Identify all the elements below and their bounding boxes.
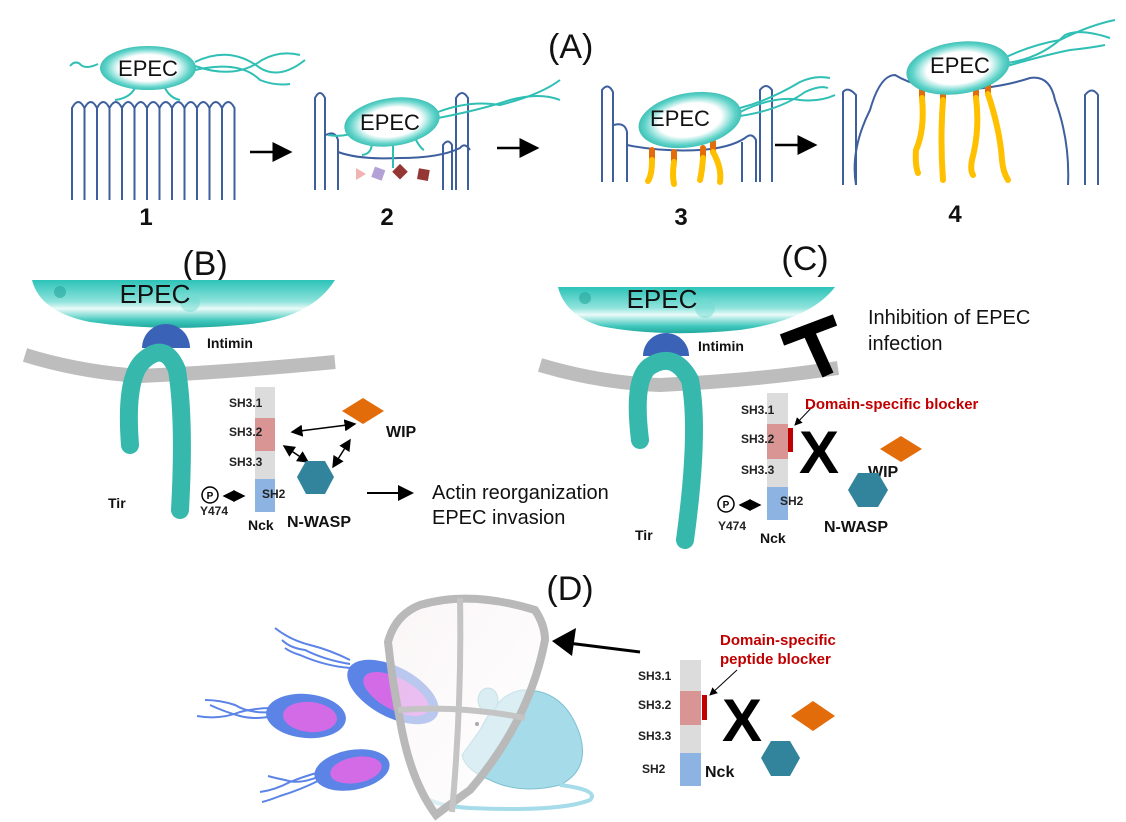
panel-c-nwasp-shape <box>848 473 888 507</box>
panel-b-nck <box>255 387 275 512</box>
panel-d-bacterium-2 <box>196 693 346 739</box>
panel-b-nck-label: Nck <box>248 517 274 533</box>
panel-b-wip-nwasp-arrow <box>332 438 351 469</box>
panel-b-domain-sh3-3: SH3.3 <box>229 455 263 469</box>
panel-b-sh3-wip-arrow <box>290 419 357 437</box>
panel-c-block-mark: X <box>799 419 839 486</box>
panel-b-outcome-line2: EPEC invasion <box>432 507 565 529</box>
panel-c-label: (C) <box>781 240 828 278</box>
step-2-epec-label: EPEC <box>360 110 420 135</box>
panel-d-blocker-peptide <box>702 695 707 720</box>
panel-b-nwasp-shape <box>297 461 334 494</box>
panel-d-nck-label: Nck <box>705 764 734 781</box>
panel-c-inhibition-line1: Inhibition of EPEC <box>868 307 1030 329</box>
step-3-bacterium: EPEC <box>638 76 836 149</box>
panel-c-tir-label: Tir <box>635 527 653 543</box>
panel-d-domain-sh3-1: SH3.1 <box>638 669 672 683</box>
panel-a-label: (A) <box>548 28 593 66</box>
panel-d-nck <box>680 660 701 786</box>
panel-b-label: (B) <box>182 245 227 283</box>
panel-c-domain-sh3-2: SH3.2 <box>741 432 775 446</box>
panel-b-epec-label: EPEC <box>120 279 191 309</box>
panel-c-epec-label: EPEC <box>627 284 698 314</box>
panel-b-bacterium <box>32 280 335 328</box>
panel-c-phospho-icon <box>717 495 735 513</box>
panel-c-intimin-label: Intimin <box>698 338 744 354</box>
step-2-bacterium: EPEC <box>327 79 561 168</box>
panel-d-wip-shape <box>791 701 835 731</box>
step-1-epec-label: EPEC <box>118 56 178 81</box>
panel-c-host-membrane <box>537 358 840 393</box>
panel-b-domain-sh3-1: SH3.1 <box>229 396 263 410</box>
panel-d-block-mark: X <box>722 687 762 754</box>
step-3-number: 3 <box>674 204 687 231</box>
step-2-number: 2 <box>380 204 393 231</box>
step-3-epec-label: EPEC <box>650 106 710 131</box>
panel-c-nck <box>767 393 788 520</box>
panel-b-tir <box>119 343 191 519</box>
microvillus <box>71 101 236 200</box>
panel-c-tir <box>628 352 703 549</box>
panel-d-shield <box>383 594 550 821</box>
step-2-effector-proteins <box>356 163 430 181</box>
panel-c-intimin <box>643 333 689 356</box>
step-4-actin-pedestals <box>912 81 1011 183</box>
panel-d-nwasp-shape <box>761 741 800 776</box>
panel-b-wip-label: WIP <box>386 424 417 441</box>
step-3-actin-pedestals <box>645 139 724 187</box>
step-1-bacterium: EPEC <box>69 46 306 101</box>
panel-c-phospho-label: P <box>723 500 730 511</box>
panel-b-wip-shape <box>342 398 384 424</box>
panel-b-phospho-icon <box>201 486 219 504</box>
step-4-epec-label: EPEC <box>930 53 990 78</box>
panel-b-phospho-label: P <box>207 491 214 502</box>
step-4-bacterium: EPEC <box>906 19 1116 95</box>
step-3-microvilli <box>601 85 773 182</box>
panel-d-protection-arrowhead <box>552 628 576 656</box>
panel-d-domain-sh2: SH2 <box>642 762 666 776</box>
panel-b-outcome-line1: Actin reorganization <box>432 482 609 504</box>
panel-b-domain-sh3-2: SH3.2 <box>229 425 263 439</box>
panel-d-blocker-pointer <box>709 669 738 696</box>
panel-d-blocker-line2: peptide blocker <box>720 651 831 668</box>
panel-c-wip-shape <box>880 436 922 462</box>
panel-d-bacterium-3 <box>259 749 390 803</box>
panel-b-intimin-label: Intimin <box>207 335 253 351</box>
panel-c-inhibition-line2: infection <box>868 333 943 355</box>
panel-d-label: (D) <box>546 570 593 608</box>
panel-b-intimin <box>142 324 190 348</box>
step-1-number: 1 <box>139 204 152 231</box>
panel-c-blocker-pointer <box>794 403 816 426</box>
panel-b-tir-label: Tir <box>108 495 126 511</box>
panel-b-nwasp-label: N-WASP <box>287 514 351 531</box>
panel-c-blocker-peptide <box>788 428 793 452</box>
panel-c-residue-label: Y474 <box>718 519 746 533</box>
panel-c-domain-sh3-1: SH3.1 <box>741 403 775 417</box>
panel-d-domain-sh3-2: SH3.2 <box>638 698 672 712</box>
panel-c-blocker-label: Domain-specific blocker <box>805 396 979 413</box>
panel-b-sh3-nwasp-arrow <box>282 445 310 463</box>
step-1-microvilli <box>71 101 236 200</box>
step-4-number: 4 <box>948 201 962 228</box>
panel-b-domain-sh2: SH2 <box>262 487 286 501</box>
panel-d-domain-sh3-3: SH3.3 <box>638 729 672 743</box>
panel-c-bacterium <box>558 287 835 334</box>
panel-c-nck-label: Nck <box>760 530 786 546</box>
step-2-microvilli <box>314 92 471 190</box>
panel-c-domain-sh3-3: SH3.3 <box>741 463 775 477</box>
panel-c-domain-sh2: SH2 <box>780 494 804 508</box>
panel-b-residue-label: Y474 <box>200 504 228 518</box>
panel-d-blocker-line1: Domain-specific <box>720 632 836 649</box>
panel-c-inhibition-symbol <box>779 314 838 378</box>
panel-c-nwasp-label: N-WASP <box>824 519 888 536</box>
panel-b-host-membrane <box>22 348 336 384</box>
